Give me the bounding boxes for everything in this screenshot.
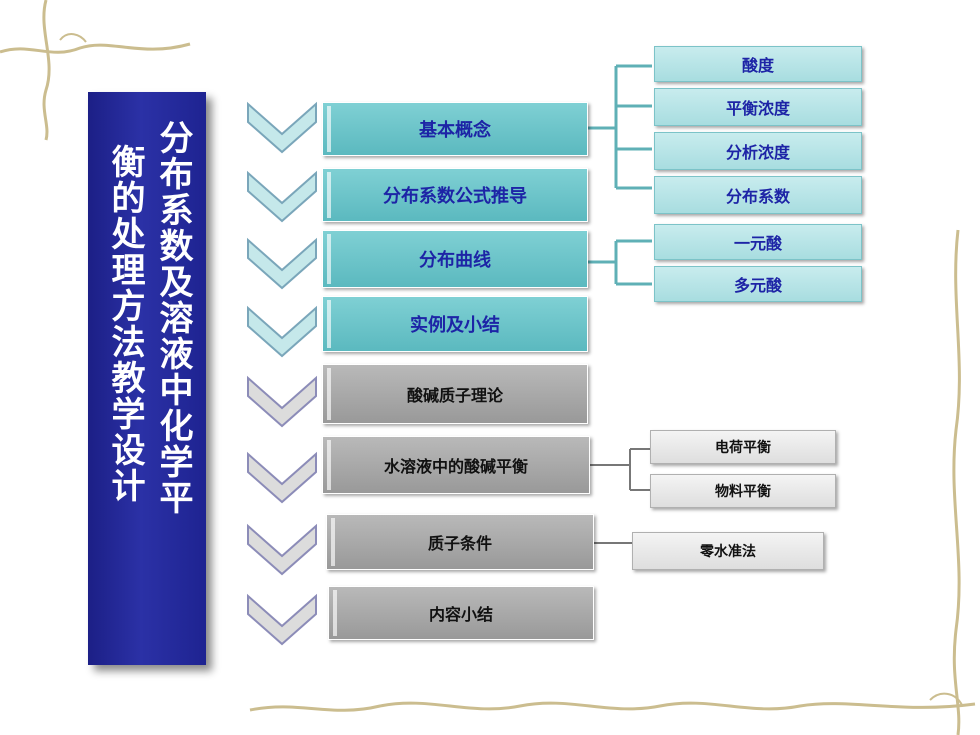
chevron-icon xyxy=(247,593,317,646)
sub-item-charge-balance[interactable]: 电荷平衡 xyxy=(650,430,836,464)
chevron-icon xyxy=(247,170,317,223)
main-item-label: 实例及小结 xyxy=(410,315,500,336)
sub-item-label: 零水准法 xyxy=(700,544,756,560)
sub-item-label: 平衡浓度 xyxy=(725,99,790,118)
chevron-icon xyxy=(247,305,317,358)
main-item-basic-concepts[interactable]: 基本概念 xyxy=(322,102,588,156)
sub-item-label: 分析浓度 xyxy=(725,143,790,162)
main-item-label: 内容小结 xyxy=(428,605,493,624)
sub-item-polyprotic-acid[interactable]: 多元酸 xyxy=(654,266,862,302)
sub-item-mass-balance[interactable]: 物料平衡 xyxy=(650,474,836,508)
main-item-distribution-curve[interactable]: 分布曲线 xyxy=(322,230,588,288)
title-line-1: 分布系数及溶液中化学平 xyxy=(153,120,193,516)
main-item-aqueous-equilibrium[interactable]: 水溶液中的酸碱平衡 xyxy=(322,436,590,494)
sub-item-label: 一元酸 xyxy=(733,234,782,253)
main-item-label: 质子条件 xyxy=(427,534,492,553)
main-item-acid-base-theory[interactable]: 酸碱质子理论 xyxy=(322,364,588,424)
chevron-icon xyxy=(247,375,317,428)
sub-item-equilibrium-concentration[interactable]: 平衡浓度 xyxy=(654,88,862,126)
vine-decoration-top-left xyxy=(0,0,191,141)
title-banner: 分布系数及溶液中化学平 衡的处理方法教学设计 xyxy=(88,92,206,665)
sub-item-label: 酸度 xyxy=(741,56,774,75)
main-item-label: 基本概念 xyxy=(419,120,491,141)
main-item-label: 分布曲线 xyxy=(419,250,491,271)
sub-item-label: 多元酸 xyxy=(733,276,782,295)
chevron-icon xyxy=(247,101,317,154)
main-item-examples-summary[interactable]: 实例及小结 xyxy=(322,296,588,352)
main-item-label: 分布系数公式推导 xyxy=(383,186,527,207)
main-item-label: 酸碱质子理论 xyxy=(406,386,503,405)
sub-item-label: 电荷平衡 xyxy=(715,440,771,456)
chevron-icon xyxy=(247,451,317,504)
chevron-icon xyxy=(247,237,317,290)
sub-item-label: 分布系数 xyxy=(725,187,790,206)
main-item-label: 水溶液中的酸碱平衡 xyxy=(383,457,528,476)
sub-item-distribution-coefficient[interactable]: 分布系数 xyxy=(654,176,862,214)
main-item-content-summary[interactable]: 内容小结 xyxy=(328,586,594,640)
sub-item-monoprotic-acid[interactable]: 一元酸 xyxy=(654,224,862,260)
main-item-formula-derivation[interactable]: 分布系数公式推导 xyxy=(322,168,588,222)
sub-item-analytical-concentration[interactable]: 分析浓度 xyxy=(654,132,862,170)
sub-item-zero-level-method[interactable]: 零水准法 xyxy=(632,532,824,570)
sub-item-label: 物料平衡 xyxy=(715,484,771,500)
main-item-proton-condition[interactable]: 质子条件 xyxy=(326,514,594,570)
sub-item-acidity[interactable]: 酸度 xyxy=(654,46,862,82)
chevron-icon xyxy=(247,523,317,576)
title-line-2: 衡的处理方法教学设计 xyxy=(105,144,145,504)
